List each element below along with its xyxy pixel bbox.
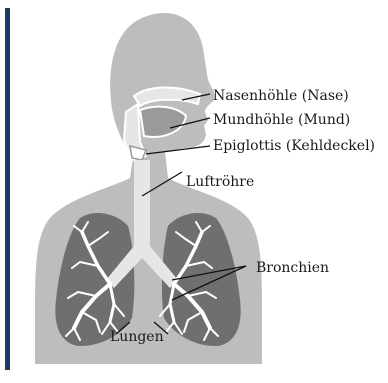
label-lungs: Lungen: [110, 329, 164, 345]
left-accent-bar: [5, 8, 10, 370]
label-nasal-cavity: Nasenhöhle (Nase): [213, 88, 349, 104]
label-epiglottis: Epiglottis (Kehldeckel): [213, 138, 375, 154]
label-trachea: Luftröhre: [186, 174, 254, 190]
label-oral-cavity: Mundhöhle (Mund): [213, 112, 350, 128]
trachea: [134, 160, 150, 250]
label-bronchi: Bronchien: [256, 260, 329, 276]
